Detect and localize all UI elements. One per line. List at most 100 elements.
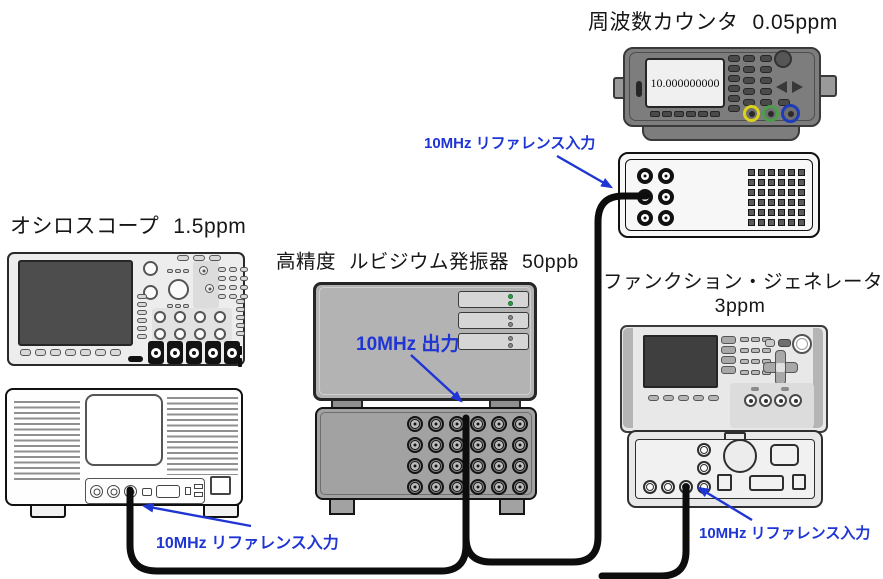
output-bnc-connector[interactable]	[407, 416, 423, 432]
fg-bottom-button[interactable]	[663, 395, 674, 401]
counter-menu-button[interactable]	[728, 85, 740, 92]
fg-bottom-button[interactable]	[648, 395, 659, 401]
fg-rear-bnc[interactable]	[697, 443, 711, 457]
fg-rear-bnc-stack[interactable]	[697, 443, 711, 475]
scope-mini-button[interactable]	[175, 269, 181, 273]
fg-keypad-button[interactable]	[751, 348, 760, 353]
scope-right-button[interactable]	[240, 276, 248, 281]
scope-mini-row-bottom[interactable]	[167, 304, 189, 308]
rear-usb-port[interactable]	[185, 487, 191, 495]
scope-channel-knob[interactable]	[194, 328, 206, 340]
scope-mini-button[interactable]	[175, 304, 181, 308]
scope-softkey-button[interactable]	[50, 349, 61, 356]
fg-rear-port-wide[interactable]	[770, 444, 799, 466]
fg-rear-bnc[interactable]	[697, 480, 711, 494]
scope-edge-button-strip[interactable]	[236, 299, 245, 336]
output-bnc-connector[interactable]	[407, 479, 423, 495]
counter-keypad-button[interactable]	[760, 77, 772, 84]
output-bnc-connector[interactable]	[470, 416, 486, 432]
fg-rear-port-bottom[interactable]	[749, 475, 784, 491]
fg-rear-square-2[interactable]	[792, 474, 806, 490]
rear-bnc-2[interactable]	[107, 485, 120, 498]
scope-softkey-button[interactable]	[110, 349, 121, 356]
scope-left-button[interactable]	[137, 334, 147, 339]
fg-top-button-dark[interactable]	[778, 339, 791, 347]
output-bnc-connector[interactable]	[491, 458, 507, 474]
fg-keypad-button[interactable]	[751, 370, 760, 375]
rear-ref-input-bnc[interactable]	[124, 485, 137, 498]
scope-top-button[interactable]	[209, 255, 221, 261]
scope-edge-button[interactable]	[236, 331, 245, 336]
scope-left-button[interactable]	[137, 294, 147, 299]
rear-port-wide[interactable]	[156, 485, 180, 498]
rear-lan-port-top[interactable]	[194, 484, 203, 489]
output-bnc-connector[interactable]	[428, 479, 444, 495]
fg-output-bnc[interactable]	[759, 394, 772, 407]
scope-channel-knob[interactable]	[154, 328, 166, 340]
fg-output-bnc[interactable]	[744, 394, 757, 407]
scope-mini-button[interactable]	[183, 304, 189, 308]
rear-bnc-connector[interactable]	[637, 168, 653, 184]
output-bnc-connector[interactable]	[491, 479, 507, 495]
fg-top-button-light[interactable]	[765, 339, 775, 347]
fg-rear-bnc[interactable]	[697, 461, 711, 475]
scope-top-button[interactable]	[177, 255, 189, 261]
fg-rear-bnc-row[interactable]	[643, 480, 711, 494]
output-bnc-connector[interactable]	[512, 479, 528, 495]
scope-multipurpose-knob[interactable]	[168, 279, 189, 300]
counter-menu-button[interactable]	[728, 65, 740, 72]
scope-right-button[interactable]	[218, 294, 226, 299]
fg-softkey-button[interactable]	[721, 356, 736, 364]
scope-left-button[interactable]	[137, 326, 147, 331]
fg-rear-square-1[interactable]	[717, 474, 732, 491]
fg-keypad-button[interactable]	[751, 359, 760, 364]
scope-softkey-row[interactable]	[20, 349, 121, 356]
fg-keypad-button[interactable]	[762, 348, 771, 353]
rear-bnc-connector[interactable]	[658, 210, 674, 226]
scope-bnc-row[interactable]	[148, 341, 240, 364]
rear-bnc-connector[interactable]	[637, 210, 653, 226]
fg-keypad-button[interactable]	[740, 348, 749, 353]
counter-keypad-button[interactable]	[760, 88, 772, 95]
scope-right-button[interactable]	[218, 285, 226, 290]
counter-softkey-button[interactable]	[662, 111, 672, 117]
fg-bottom-button-row[interactable]	[648, 395, 719, 401]
scope-bnc-input[interactable]	[186, 341, 202, 364]
output-bnc-connector[interactable]	[449, 416, 465, 432]
counter-input-b-connector[interactable]	[762, 105, 779, 122]
fg-softkey-button[interactable]	[721, 366, 736, 374]
scope-power-button[interactable]	[128, 356, 143, 362]
rear-bnc-connector[interactable]	[637, 189, 653, 205]
scope-right-button[interactable]	[218, 276, 226, 281]
fg-softkey-button[interactable]	[721, 336, 736, 344]
scope-knob-1[interactable]	[143, 261, 158, 276]
counter-softkey-button[interactable]	[698, 111, 708, 117]
output-bnc-connector[interactable]	[407, 437, 423, 453]
scope-right-button[interactable]	[229, 294, 237, 299]
fg-output-bnc-row[interactable]	[744, 394, 802, 407]
scope-right-button[interactable]	[218, 267, 226, 272]
counter-keypad-button[interactable]	[743, 66, 755, 73]
scope-channel-knob[interactable]	[174, 328, 186, 340]
scope-right-button[interactable]	[240, 294, 248, 299]
fg-knob[interactable]	[792, 334, 812, 354]
counter-softkey-row[interactable]	[650, 111, 720, 117]
counter-keypad-button[interactable]	[743, 88, 755, 95]
fg-bottom-button[interactable]	[708, 395, 719, 401]
scope-right-button[interactable]	[229, 285, 237, 290]
scope-mini-row-top[interactable]	[167, 269, 189, 273]
rear-lan-port-bottom[interactable]	[194, 492, 203, 497]
fg-bottom-button[interactable]	[693, 395, 704, 401]
fg-keypad-button[interactable]	[751, 337, 760, 342]
scope-softkey-button[interactable]	[20, 349, 31, 356]
output-bnc-connector[interactable]	[428, 416, 444, 432]
rear-bnc-1[interactable]	[90, 485, 103, 498]
scope-mini-button[interactable]	[183, 269, 189, 273]
scope-right-button-grid[interactable]	[218, 267, 248, 299]
fg-softkey-column[interactable]	[721, 336, 736, 374]
scope-channel-knob[interactable]	[214, 328, 226, 340]
rear-bnc-connector[interactable]	[658, 168, 674, 184]
scope-softkey-button[interactable]	[65, 349, 76, 356]
fg-softkey-button[interactable]	[721, 346, 736, 354]
counter-keypad-button[interactable]	[760, 66, 772, 73]
